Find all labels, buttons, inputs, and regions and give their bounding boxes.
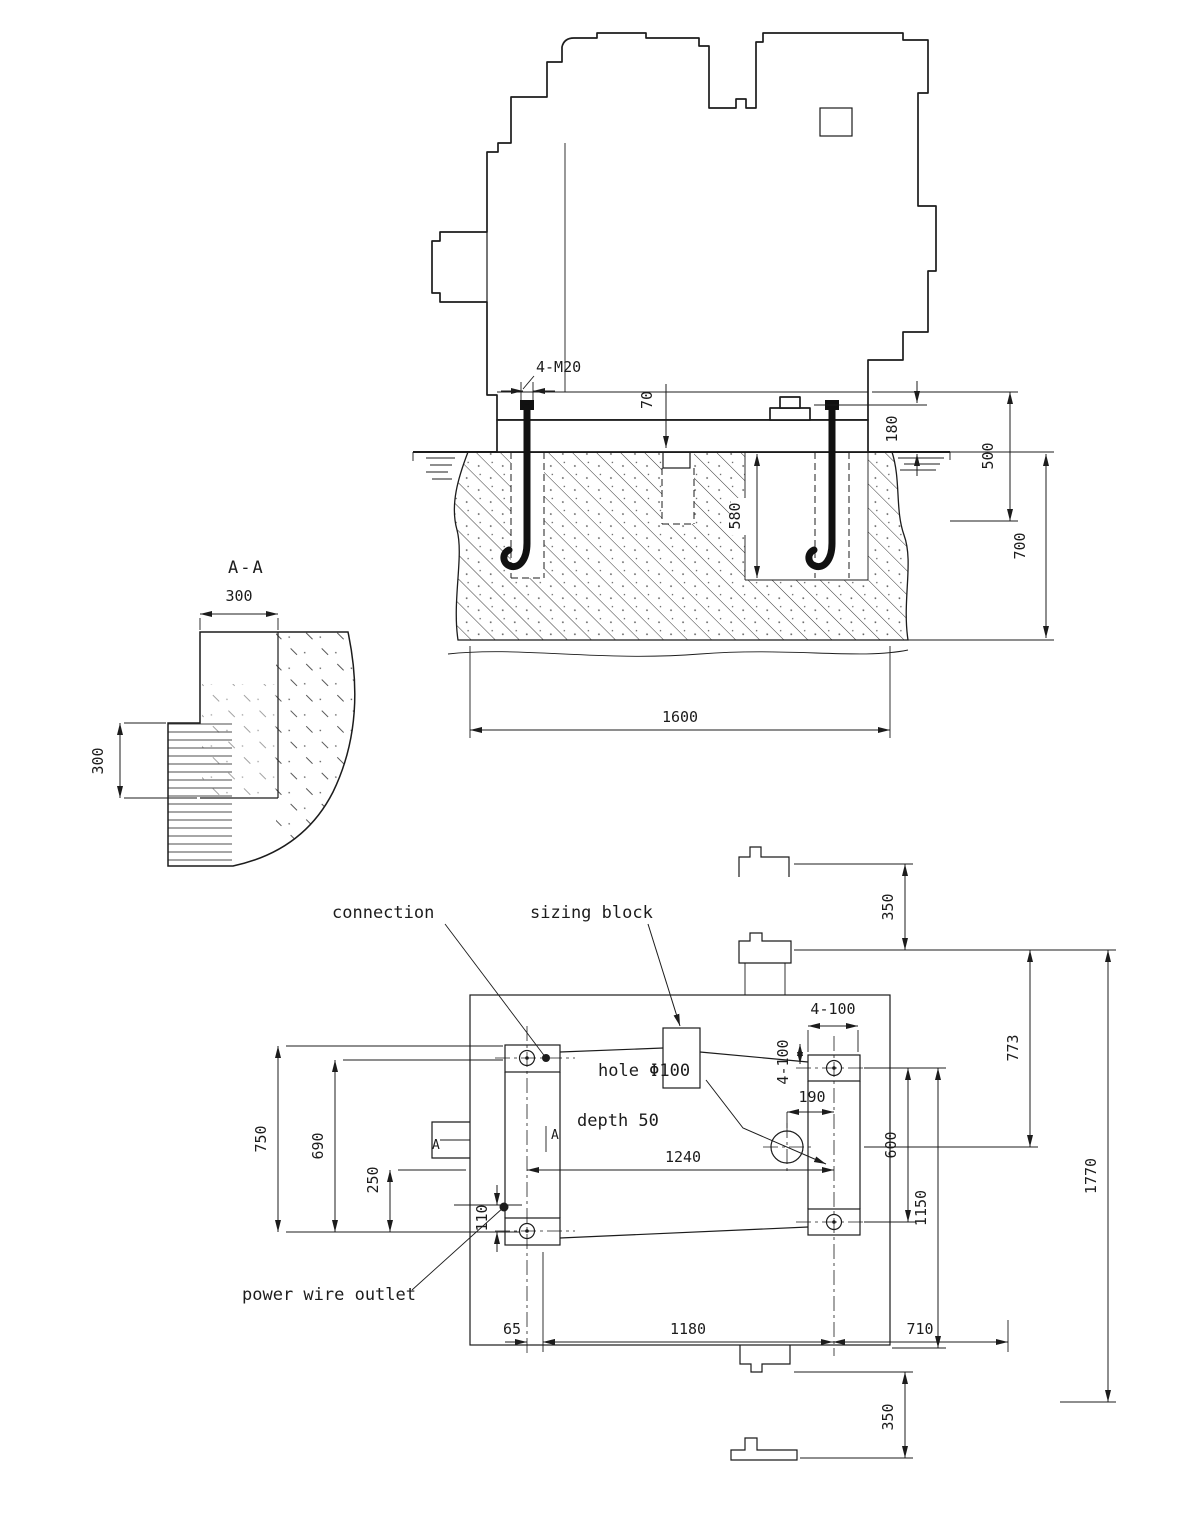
dim-1150-label: 1150 [912, 1190, 930, 1226]
machine-outline [431, 32, 937, 421]
dim-300-width-label: 300 [225, 587, 252, 605]
elevation-view: 4-M20 70 180 500 700 580 1600 [412, 32, 1054, 738]
pad-bottom-left [504, 1217, 561, 1246]
dim-1600-label: 1600 [662, 708, 698, 726]
section-aa-dimensions [117, 611, 279, 799]
dim-1180-label: 1180 [670, 1320, 706, 1338]
plan-dimension-lines [275, 864, 1111, 1458]
machine-base-plate [496, 419, 869, 453]
dim-4-100-top-label: 4-100 [810, 1000, 855, 1018]
label-hole: hole Φ100 [598, 1061, 690, 1081]
dim-300-depth-label: 300 [89, 747, 107, 774]
label-power-wire-outlet: power wire outlet [242, 1285, 416, 1305]
dim-110-label: 110 [473, 1204, 491, 1231]
dim-580-label: 580 [726, 502, 744, 529]
dim-1240-label: 1240 [665, 1148, 701, 1166]
dim-750-label: 750 [252, 1125, 270, 1152]
dim-350-top-label: 350 [879, 893, 897, 920]
plan-view: A A [242, 846, 1116, 1461]
label-connection: connection [332, 903, 434, 923]
plan-leaders [411, 923, 827, 1291]
anchor-bolt-left [500, 400, 534, 571]
elevation-extension-lines [469, 375, 1054, 738]
dim-600-label: 600 [882, 1131, 900, 1158]
foundation-plan-outline [469, 994, 891, 1346]
plan-section-marks: A A [432, 1126, 559, 1153]
dim-65-label: 65 [503, 1320, 521, 1338]
section-aa-outline [167, 631, 356, 867]
elevation-dimension-lines [470, 381, 1049, 733]
dim-4-100-side-label: 4-100 [774, 1039, 792, 1084]
dim-1770-label: 1770 [1082, 1158, 1100, 1194]
pad-top-right [807, 1054, 861, 1082]
machine-footprint [504, 1027, 861, 1246]
section-aa-view: A-A 300 300 [89, 558, 356, 867]
dim-250-label: 250 [364, 1166, 382, 1193]
dim-190-label: 190 [798, 1088, 825, 1106]
dim-500-label: 500 [979, 442, 997, 469]
center-pocket [662, 452, 694, 524]
plan-overhang-tabs [730, 846, 798, 1461]
dim-70-label: 70 [638, 391, 656, 409]
section-marker-a-left: A [432, 1138, 440, 1153]
plan-extension-lines [286, 863, 1116, 1459]
dim-700-label: 700 [1011, 532, 1029, 559]
anchor-bolt-label: 4-M20 [536, 358, 581, 376]
dim-773-label: 773 [1004, 1034, 1022, 1061]
machine-details [486, 107, 868, 421]
dim-350-bottom-label: 350 [879, 1403, 897, 1430]
section-marker-a-right: A [551, 1128, 559, 1143]
label-sizing-block: sizing block [530, 903, 653, 923]
pad-top-left [504, 1044, 561, 1073]
break-marks [426, 457, 944, 480]
sizing-block-shape [662, 1027, 701, 1089]
dim-710-label: 710 [906, 1320, 933, 1338]
pad-bottom-right [807, 1208, 861, 1236]
break-wave [447, 649, 909, 657]
dim-180-label: 180 [883, 415, 901, 442]
section-aa-title: A-A [228, 558, 265, 578]
grout-hole [770, 1130, 804, 1164]
label-hole-depth: depth 50 [577, 1111, 659, 1131]
dim-690-label: 690 [309, 1132, 327, 1159]
plan-left-tab [431, 1121, 470, 1159]
